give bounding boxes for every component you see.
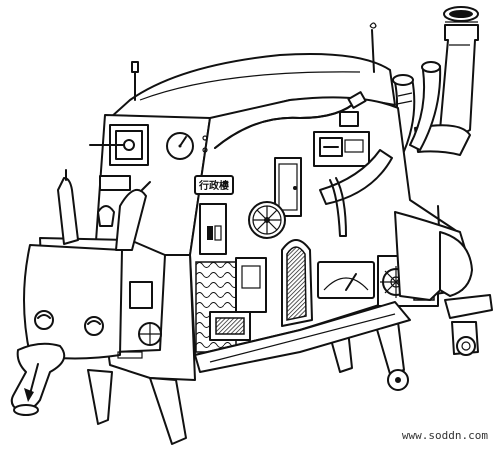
antenna-icon: [131, 22, 377, 101]
small-buttons: [99, 135, 208, 191]
window-panel: [209, 257, 267, 341]
sign-text: 行政樓: [198, 179, 229, 192]
wheels: [387, 321, 479, 391]
watermark-text: www.soddn.com: [401, 429, 488, 442]
tongue-arrow: [10, 342, 66, 416]
gauge-meter: [317, 261, 375, 299]
face-pipes: [57, 169, 151, 251]
legs: [87, 321, 405, 445]
building-sign: 行政樓: [194, 175, 234, 195]
front-window: [89, 124, 149, 166]
switch-panel: [199, 203, 227, 255]
arched-door: [281, 239, 313, 327]
front-face: [23, 237, 166, 360]
control-box: [313, 111, 370, 167]
base-strip: [194, 301, 411, 373]
gauge-icon: [166, 132, 194, 160]
fan-icon: [248, 201, 286, 239]
rear-cap: [439, 231, 493, 319]
chimney: [414, 6, 479, 156]
corrugated-hose: [214, 91, 367, 149]
